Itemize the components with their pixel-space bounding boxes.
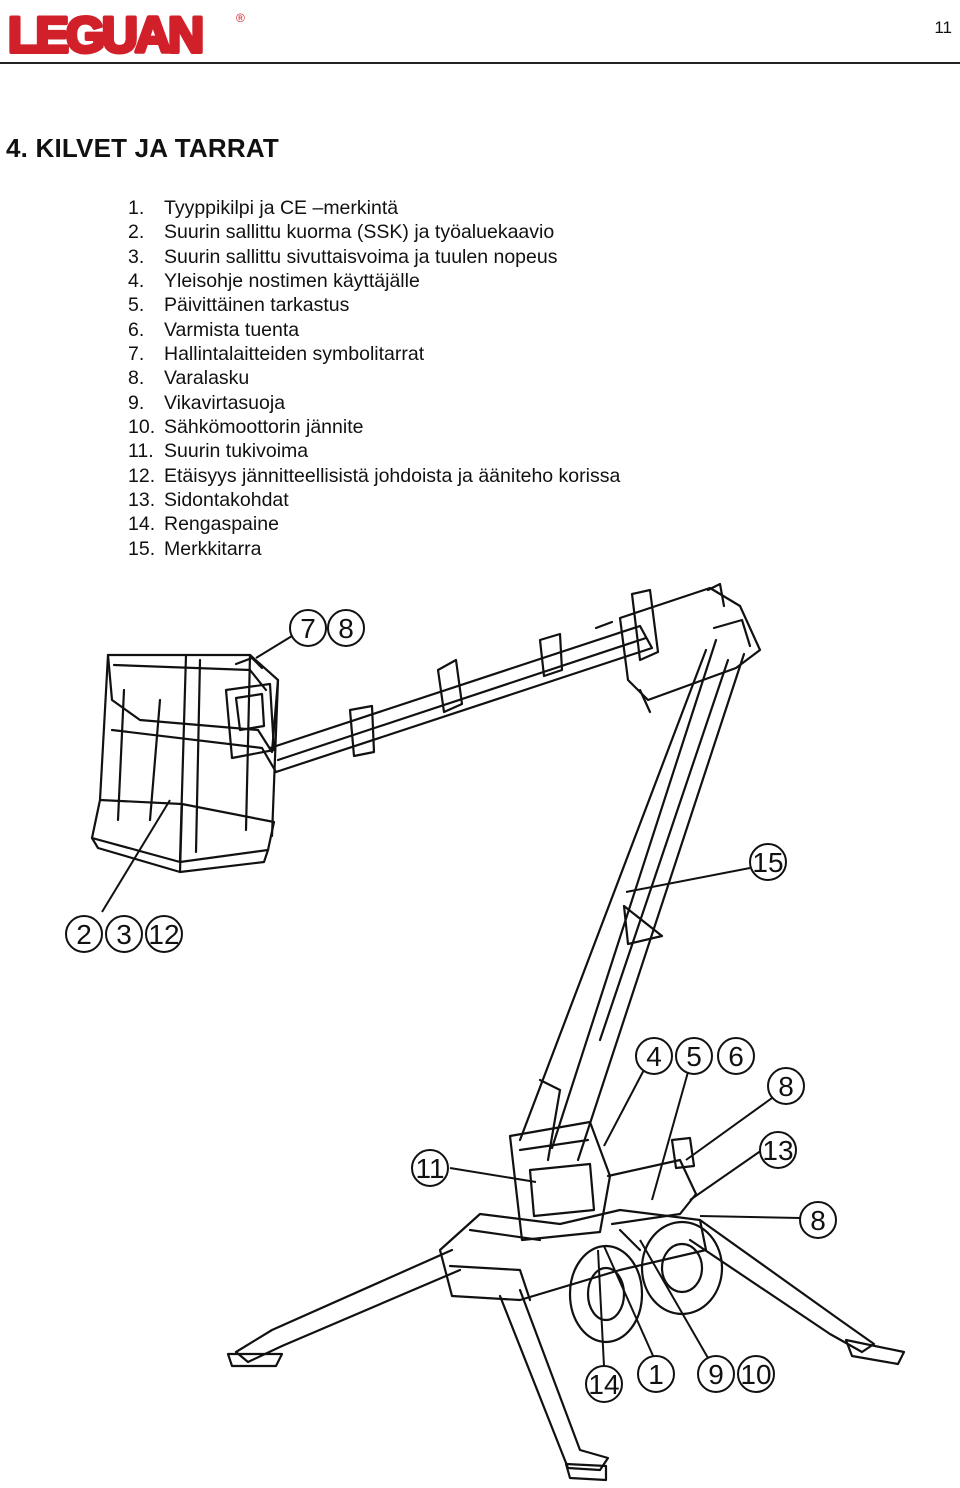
upper-boom <box>268 620 654 774</box>
svg-text:8: 8 <box>810 1205 826 1236</box>
callout-8-low: 8 <box>799 1201 837 1239</box>
callout-14: 14 <box>585 1365 623 1403</box>
list-item: 6.Varmista tuenta <box>128 318 300 341</box>
logo-wordmark: LEGUAN <box>8 8 201 58</box>
chassis <box>438 1208 708 1302</box>
leguan-logo: LEGUAN LEGUAN ® <box>8 8 248 58</box>
svg-text:2: 2 <box>76 919 92 950</box>
page-number: 11 <box>934 18 952 37</box>
leader-lines <box>101 635 801 1367</box>
list-item: 4.Yleisohje nostimen käyttäjälle <box>128 270 420 293</box>
callout-15: 15 <box>749 843 787 881</box>
boom-knuckle <box>618 582 762 714</box>
svg-text:6: 6 <box>728 1041 744 1072</box>
callout-12: 12 <box>145 915 183 953</box>
list-item: 3.Suurin sallittu sivuttaisvoima ja tuul… <box>128 245 558 268</box>
svg-text:4: 4 <box>646 1041 662 1072</box>
list-item: 14.Rengaspaine <box>128 513 279 536</box>
list-item: 7.Hallintalaitteiden symbolitarrat <box>128 343 425 366</box>
wheels <box>568 1220 724 1344</box>
control-box <box>224 656 276 760</box>
callout-4: 4 <box>635 1037 673 1075</box>
svg-text:11: 11 <box>415 1153 444 1184</box>
list-item: 8.Varalasku <box>128 367 250 390</box>
callout-5: 5 <box>675 1037 713 1075</box>
svg-text:8: 8 <box>338 613 354 644</box>
turret <box>508 1120 698 1242</box>
callout-8-top: 8 <box>327 609 365 647</box>
svg-text:1: 1 <box>648 1359 664 1390</box>
callout-13: 13 <box>759 1131 797 1169</box>
list-item: 11.Suurin tukivoima <box>128 440 309 463</box>
callout-11: 11 <box>411 1149 449 1187</box>
svg-text:7: 7 <box>300 613 316 644</box>
list-item: 15.Merkkitarra <box>128 537 262 560</box>
svg-text:13: 13 <box>762 1135 793 1166</box>
page-header: LEGUAN LEGUAN ® 11 <box>0 0 960 64</box>
registered-mark: ® <box>236 11 245 25</box>
list-item: 13.Sidontakohdat <box>128 489 289 512</box>
callout-3: 3 <box>105 915 143 953</box>
callout-10: 10 <box>737 1355 775 1393</box>
callout-9: 9 <box>697 1355 735 1393</box>
list-item: 5.Päivittäinen tarkastus <box>128 294 350 317</box>
callout-7: 7 <box>289 609 327 647</box>
lift-drawing <box>90 582 906 1482</box>
callouts: 7 8 2 3 12 15 4 5 6 8 11 13 8 14 1 9 10 <box>65 609 837 1403</box>
callout-6: 6 <box>717 1037 755 1075</box>
outriggers <box>226 1218 906 1482</box>
svg-text:14: 14 <box>588 1369 619 1400</box>
svg-text:10: 10 <box>740 1359 771 1390</box>
basket <box>90 653 280 874</box>
callout-1: 1 <box>637 1355 675 1393</box>
main-boom <box>518 638 746 1162</box>
svg-text:3: 3 <box>116 919 132 950</box>
logo-wordmark-outline: LEGUAN <box>8 8 201 58</box>
svg-text:12: 12 <box>148 919 179 950</box>
list-item: 9.Vikavirtasuoja <box>128 391 286 414</box>
svg-text:8: 8 <box>778 1071 794 1102</box>
callout-2: 2 <box>65 915 103 953</box>
svg-text:15: 15 <box>752 847 783 878</box>
svg-text:5: 5 <box>686 1041 702 1072</box>
list-item: 12.Etäisyys jännitteellisistä johdoista … <box>128 464 621 487</box>
list-item: 1.Tyyppikilpi ja CE –merkintä <box>128 197 399 219</box>
callout-8-mid: 8 <box>767 1067 805 1105</box>
list-item: 10.Sähkömoottorin jännite <box>128 416 364 439</box>
lift-diagram: 7 8 2 3 12 15 4 5 6 8 11 13 8 14 1 9 10 <box>65 582 906 1482</box>
sign-list: 1.Tyyppikilpi ja CE –merkintä 2.Suurin s… <box>128 196 620 561</box>
svg-text:9: 9 <box>708 1359 724 1390</box>
section-title: 4. KILVET JA TARRAT <box>6 133 279 163</box>
list-item: 2.Suurin sallittu kuorma (SSK) ja työalu… <box>128 221 555 244</box>
header-divider <box>0 62 960 64</box>
